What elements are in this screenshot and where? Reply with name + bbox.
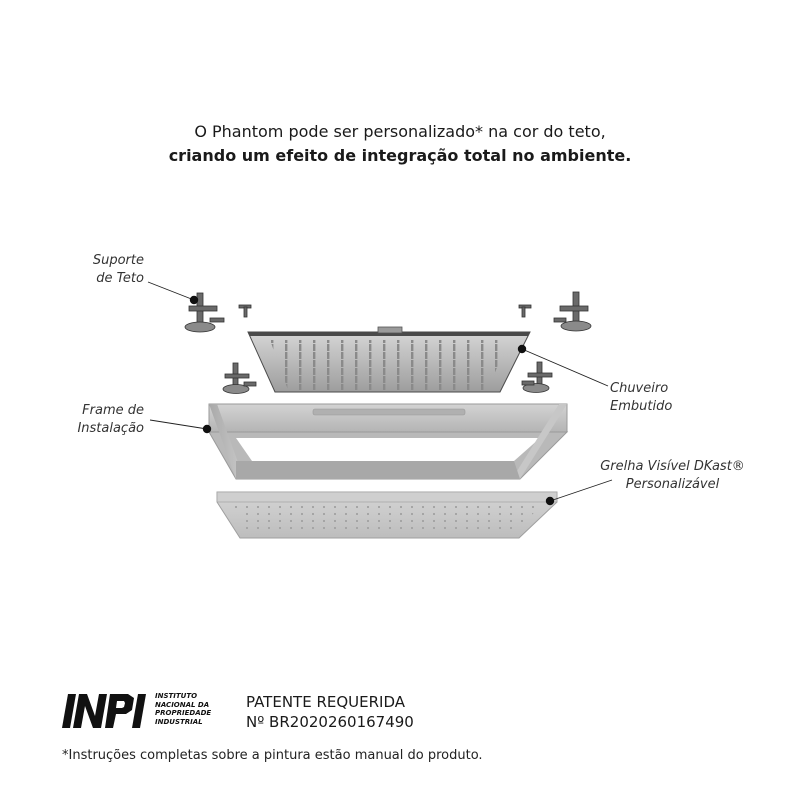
dot-chuveiro — [517, 344, 527, 354]
inpi-logo-text: INSTITUTO NACIONAL DA PROPRIEDADE INDUST… — [155, 692, 245, 726]
callout-suporte-line-2: de Teto — [96, 271, 144, 286]
frame-instalacao — [208, 403, 569, 480]
callout-grelha-line-2: Personalizável — [625, 477, 720, 492]
callout-frame-line-2: Instalação — [77, 421, 144, 436]
suporte-teto-left-front — [222, 362, 257, 394]
screw-right — [518, 304, 532, 318]
footnote: *Instruções completas sobre a pintura es… — [62, 748, 483, 763]
inpi-line-3: PROPRIEDADE — [155, 709, 212, 718]
inpi-line-1: INSTITUTO — [155, 692, 198, 700]
suporte-teto-right-front — [521, 361, 553, 393]
headline-line-2: criando um efeito de integração total no… — [168, 146, 632, 165]
grelha-visivel — [216, 491, 558, 539]
callout-dots — [189, 295, 555, 506]
callout-frame-instalacao: Frame de Instalação — [70, 402, 144, 438]
dot-suporte — [189, 295, 199, 305]
callout-suporte-line-1: Suporte — [92, 253, 144, 268]
patent-status: PATENTE REQUERIDA — [246, 693, 406, 711]
callout-grelha-line-1: Grelha Visível DKast® — [600, 459, 745, 474]
suporte-teto-left-back — [184, 292, 225, 333]
leaders — [147, 281, 613, 502]
callout-chuveiro-line-2: Embutido — [610, 399, 673, 414]
dot-frame — [202, 424, 212, 434]
callout-frame-line-1: Frame de — [82, 403, 144, 418]
patent-info: PATENTE REQUERIDA Nº BR2020260167490 — [246, 692, 414, 732]
callout-chuveiro-embutido: Chuveiro Embutido — [610, 380, 690, 416]
inpi-logo — [62, 694, 146, 728]
callout-suporte-teto: Suporte de Teto — [80, 252, 144, 288]
headline-line-1: O Phantom pode ser personalizado* na cor… — [194, 122, 606, 141]
headline: O Phantom pode ser personalizado* na cor… — [0, 120, 800, 168]
inpi-line-2: NACIONAL DA — [155, 700, 210, 709]
dot-grelha — [545, 496, 555, 506]
callout-grelha-visivel: Grelha Visível DKast® Personalizável — [585, 458, 760, 494]
inpi-line-4: INDUSTRIAL — [155, 717, 203, 726]
chuveiro-embutido — [247, 326, 531, 393]
screw-left — [238, 304, 252, 318]
callout-chuveiro-line-1: Chuveiro — [610, 381, 669, 396]
suporte-teto-right-back — [553, 291, 592, 332]
patent-number: Nº BR2020260167490 — [246, 713, 414, 731]
